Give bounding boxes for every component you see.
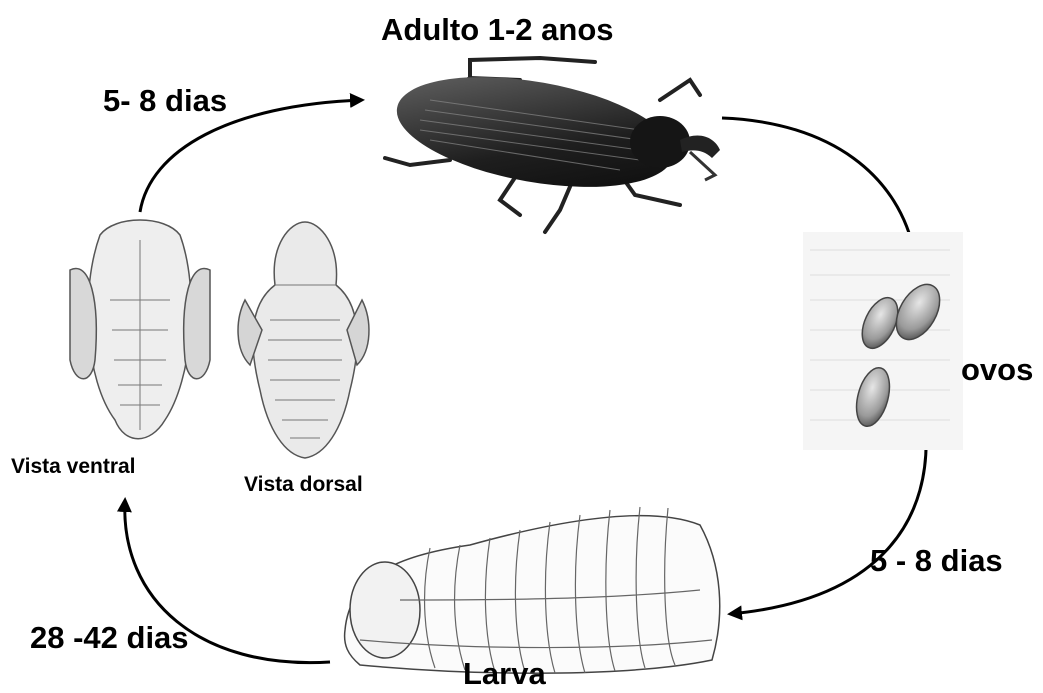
larva-to-pupa-duration-label: 28 -42 dias	[30, 620, 189, 656]
pupa-ventral-drawing	[70, 220, 210, 439]
adult-weevil-drawing	[385, 58, 720, 232]
larva-stage-label: Larva	[463, 656, 546, 692]
pupa-dorsal-drawing	[238, 222, 369, 458]
pupa-to-adult-duration-label: 5- 8 dias	[103, 83, 227, 119]
adult-stage-label: Adulto 1-2 anos	[381, 12, 614, 48]
eggs-drawing	[803, 232, 963, 450]
eggs-stage-label: ovos	[961, 352, 1033, 388]
pupa-ventral-label: Vista ventral	[11, 455, 136, 479]
eggs-to-larva-duration-label: 5 - 8 dias	[870, 543, 1003, 579]
larva-drawing	[345, 507, 720, 673]
pupa-dorsal-label: Vista dorsal	[244, 473, 363, 497]
